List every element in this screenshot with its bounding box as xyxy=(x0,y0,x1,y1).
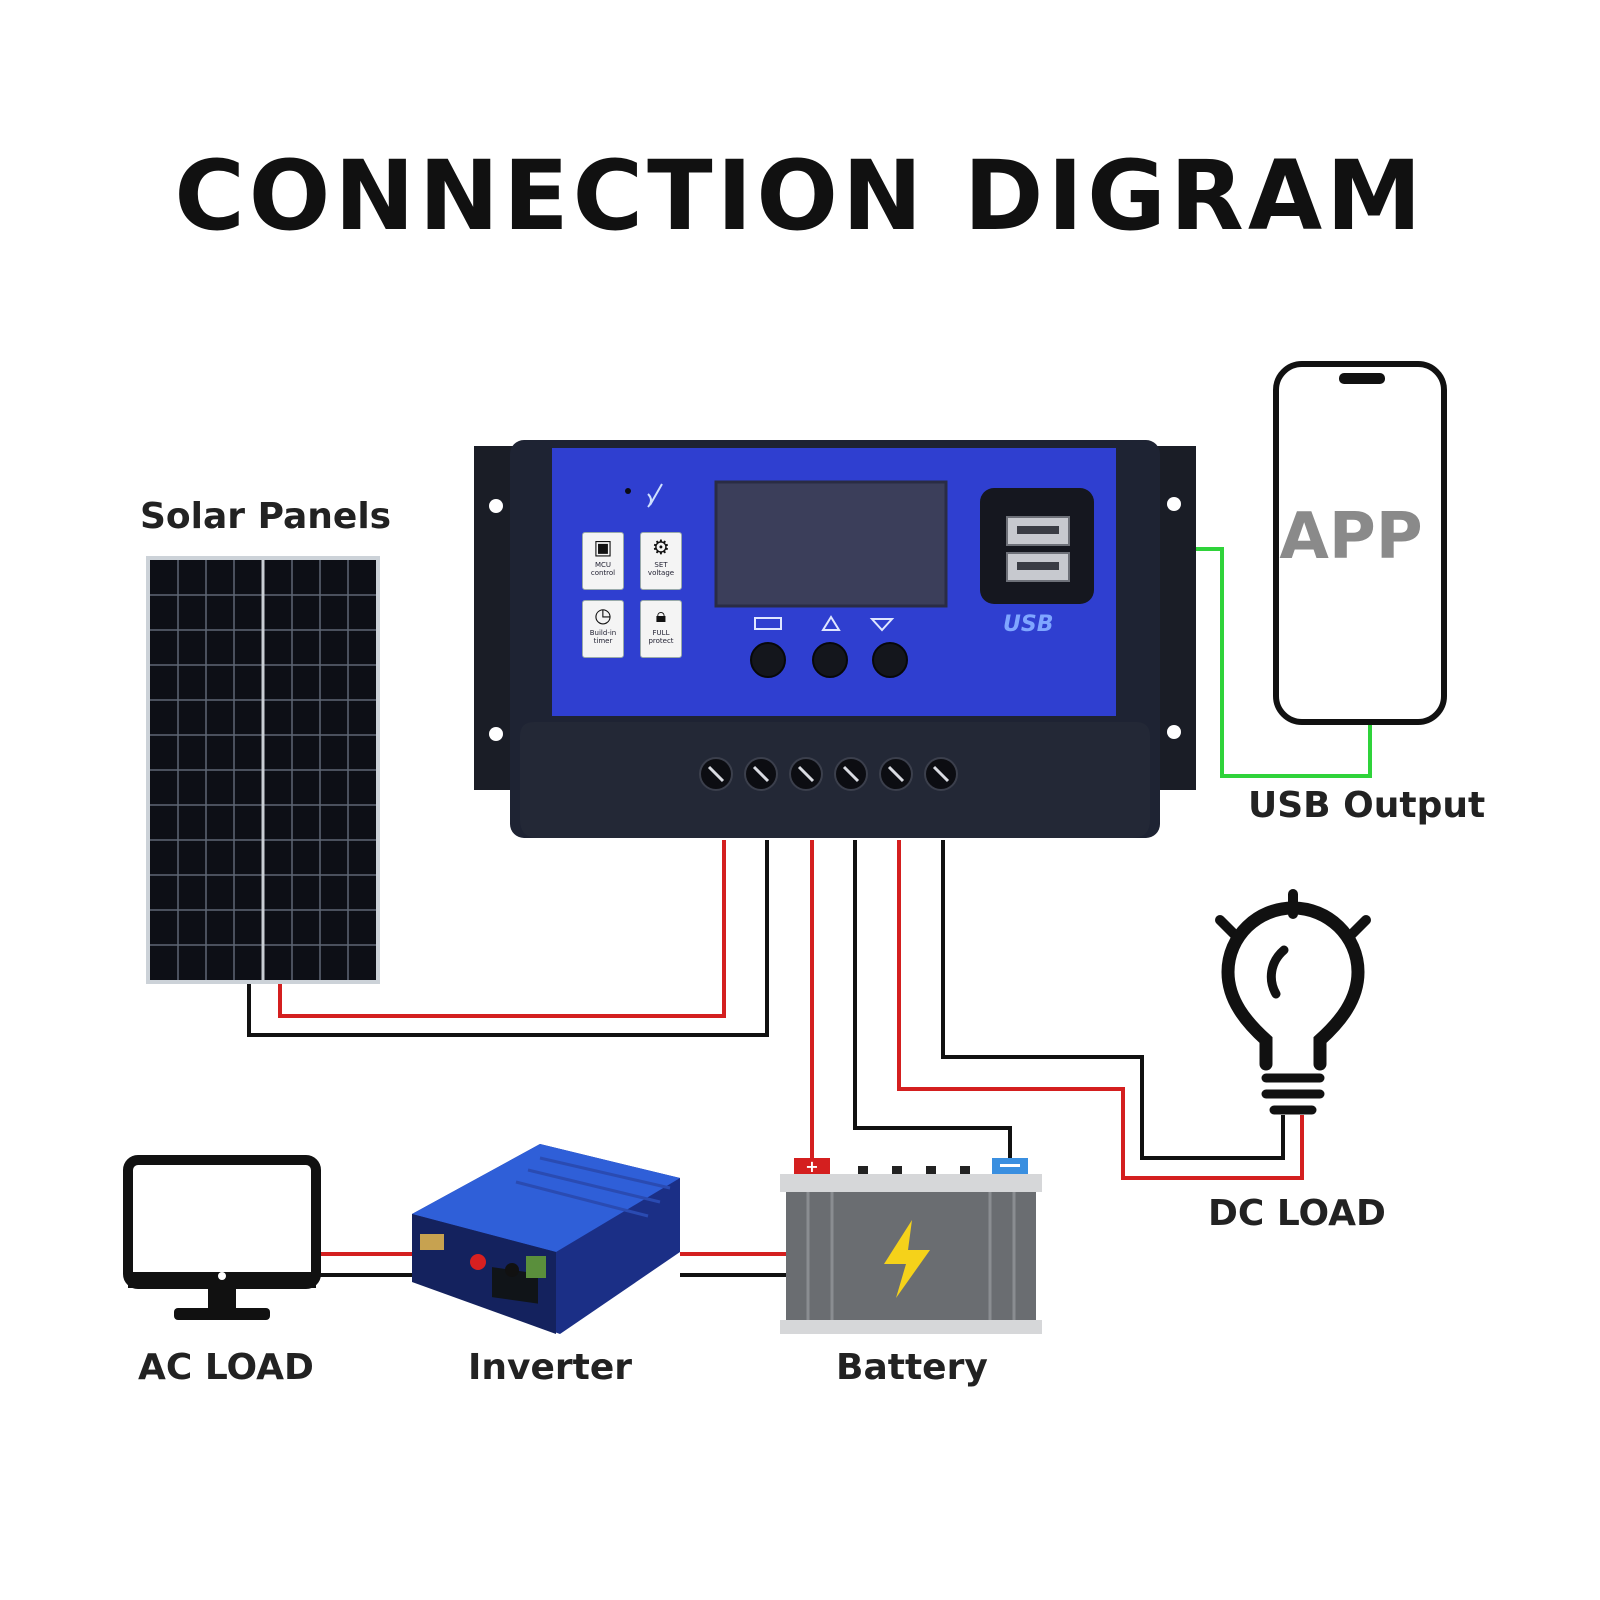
lock-icon: 🔒︎ xyxy=(655,603,667,627)
solar-negative-wire xyxy=(247,840,769,1037)
gear-icon: ⚙ xyxy=(652,535,670,559)
battery: + xyxy=(780,1157,1042,1334)
usb-port-label: USB xyxy=(1003,612,1054,637)
monitor-icon xyxy=(123,1155,321,1320)
up-button xyxy=(812,642,848,678)
load-negative-wire xyxy=(941,840,1285,1160)
lightning-icon xyxy=(884,1220,930,1298)
usb-output-label: USB Output xyxy=(1248,785,1486,826)
load-positive-wire xyxy=(897,840,1304,1180)
light-bulb-icon xyxy=(1215,889,1371,1115)
down-button xyxy=(872,642,908,678)
full-protect-chip: 🔒︎ FULL protect xyxy=(640,600,682,658)
inverter xyxy=(412,1144,680,1334)
set-voltage-chip: ⚙ SET voltage xyxy=(640,532,682,590)
battery-label: Battery xyxy=(836,1347,988,1388)
clock-icon: ◷ xyxy=(594,603,612,627)
smartphone xyxy=(1273,361,1447,725)
build-in-timer-chip: ◷ Build-in timer xyxy=(582,600,624,658)
dc-load-label: DC LOAD xyxy=(1208,1193,1386,1234)
menu-button xyxy=(750,642,786,678)
solar-panels-label: Solar Panels xyxy=(140,496,392,537)
svg-text:+: + xyxy=(805,1157,818,1176)
diagram-title: CONNECTION DIGRAM xyxy=(174,140,1426,252)
phone-app-text: APP xyxy=(1279,500,1423,574)
ac-load-label: AC LOAD xyxy=(138,1347,314,1388)
solar-panel xyxy=(146,556,380,984)
battery-negative-wire xyxy=(853,840,1012,1158)
mcu-control-chip: ▣ MCU control xyxy=(582,532,624,590)
solar-positive-wire xyxy=(278,840,726,1018)
inverter-label: Inverter xyxy=(468,1347,633,1388)
chip-icon: ▣ xyxy=(593,535,613,559)
